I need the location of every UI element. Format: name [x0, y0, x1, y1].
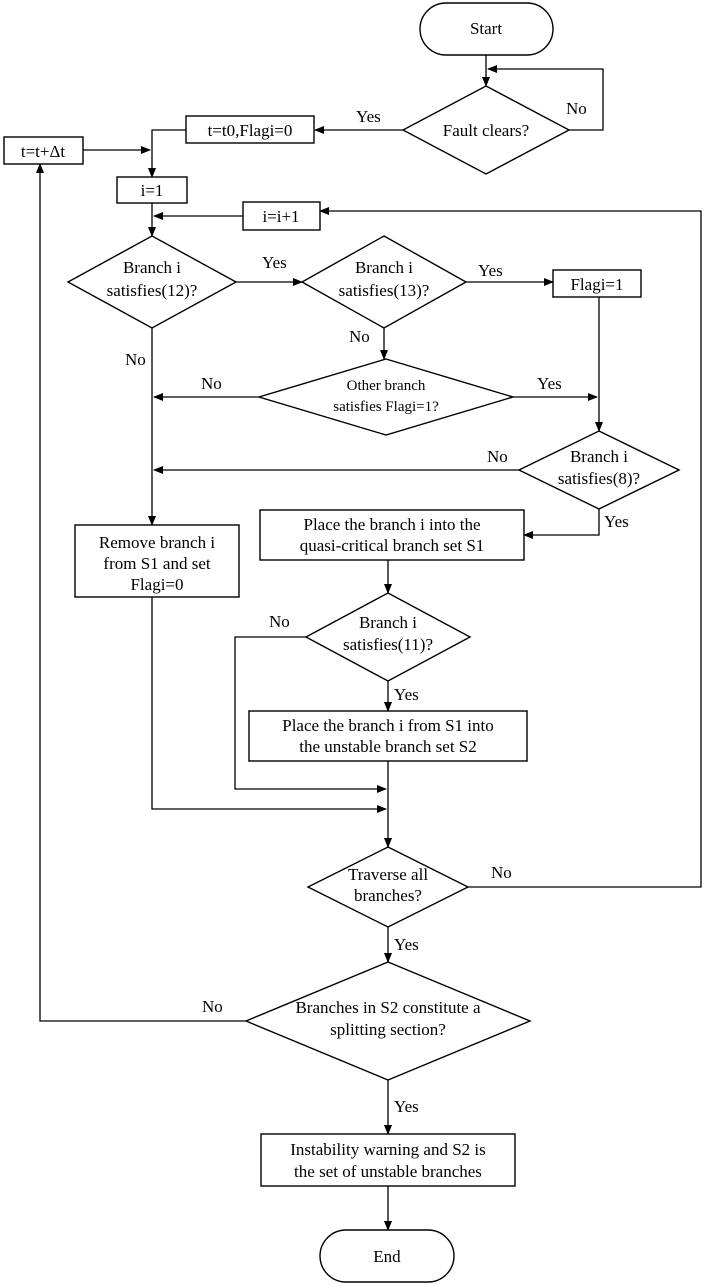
label-other-no: No	[201, 374, 222, 393]
i-init-label: i=1	[141, 181, 164, 200]
place-s1-line2: quasi-critical branch set S1	[300, 536, 485, 555]
splitting-line1: Branches in S2 constitute a	[295, 998, 481, 1017]
edge-cond11-no	[234, 636, 387, 793]
init-label: t=t0,Flagi=0	[208, 121, 293, 140]
label-cond8-yes: Yes	[604, 512, 629, 531]
edge-traverse-no	[319, 207, 702, 888]
init-box	[185, 115, 315, 144]
label-other-yes: Yes	[537, 374, 562, 393]
cond13-line1: Branch i	[355, 258, 413, 277]
other-flag-line1: Other branch	[347, 378, 426, 394]
other-flag-decision	[256, 358, 516, 436]
label-cond12-no: No	[125, 350, 146, 369]
cond11-line2: satisfies(11)?	[343, 635, 433, 654]
time-step-label: t=t+Δt	[21, 142, 66, 161]
end-label: End	[373, 1247, 401, 1266]
i-incr-label: i=i+1	[262, 207, 299, 226]
label-splitting-no: No	[202, 997, 223, 1016]
cond12-line1: Branch i	[123, 258, 181, 277]
other-flag-line2: satisfies Flagi=1?	[333, 399, 439, 415]
traverse-line1: Traverse all	[348, 865, 428, 884]
label-fault-yes: Yes	[356, 107, 381, 126]
warning-line1: Instability warning and S2 is	[290, 1140, 485, 1159]
cond13-line2: satisfies(13)?	[339, 281, 430, 300]
remove-line1: Remove branch i	[99, 533, 215, 552]
cond8-line1: Branch i	[570, 447, 628, 466]
remove-box	[74, 524, 240, 598]
place-s2-line1: Place the branch i from S1 into	[282, 716, 494, 735]
label-fault-no: No	[566, 99, 587, 118]
edge-fault-no-loop	[487, 65, 604, 131]
cond11-line1: Branch i	[359, 613, 417, 632]
cond8-line2: satisfies(8)?	[558, 469, 640, 488]
traverse-line2: branches?	[354, 886, 422, 905]
label-traverse-no: No	[491, 863, 512, 882]
label-cond12-yes: Yes	[262, 253, 287, 272]
remove-line2: from S1 and set	[103, 554, 210, 573]
fault-clears-decision	[401, 85, 571, 175]
label-cond13-no: No	[349, 327, 370, 346]
remove-line3: Flagi=0	[130, 575, 183, 594]
flag-set-box	[552, 269, 642, 298]
label-cond11-yes: Yes	[394, 685, 419, 704]
label-splitting-yes: Yes	[394, 1097, 419, 1116]
start-label: Start	[470, 19, 502, 38]
label-cond11-no: No	[269, 612, 290, 631]
place-s1-box	[259, 509, 525, 561]
edge-remove-merge	[151, 597, 387, 813]
label-cond13-yes: Yes	[478, 261, 503, 280]
flag-set-label: Flagi=1	[570, 275, 623, 294]
label-traverse-yes: Yes	[394, 935, 419, 954]
place-s1-line1: Place the branch i into the	[303, 515, 480, 534]
warning-line2: the set of unstable branches	[294, 1162, 482, 1181]
label-cond8-no: No	[487, 447, 508, 466]
edge-cond8-yes	[523, 509, 600, 539]
fault-clears-label: Fault clears?	[443, 121, 529, 140]
place-s2-line2: the unstable branch set S2	[299, 737, 477, 756]
edge-splitting-no	[36, 163, 246, 1022]
edge-init-i1	[148, 129, 186, 178]
cond12-line2: satisfies(12)?	[107, 281, 198, 300]
splitting-line2: splitting section?	[330, 1020, 446, 1039]
